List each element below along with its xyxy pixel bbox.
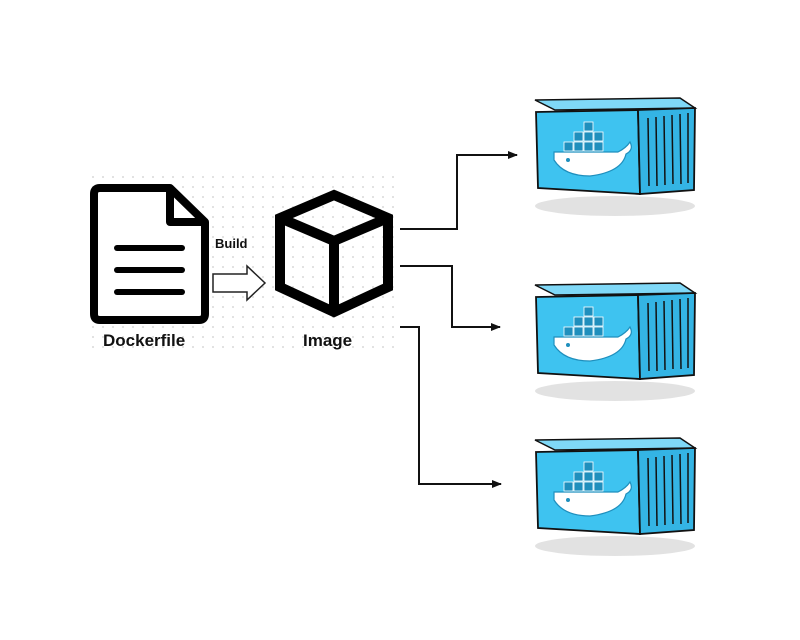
cube-icon [275,189,393,318]
dockerfile-label: Dockerfile [103,331,186,350]
connector-arrow-2 [400,265,501,331]
docker-container-icon [534,437,696,557]
build-label: Build [215,236,248,251]
connector-arrow-3 [400,326,502,488]
image-label: Image [303,331,353,350]
docker-container-icon [534,97,696,217]
document-icon [90,184,209,324]
connector-arrow-1 [400,151,518,230]
docker-container-icon [534,282,696,402]
build-arrow [212,264,267,302]
